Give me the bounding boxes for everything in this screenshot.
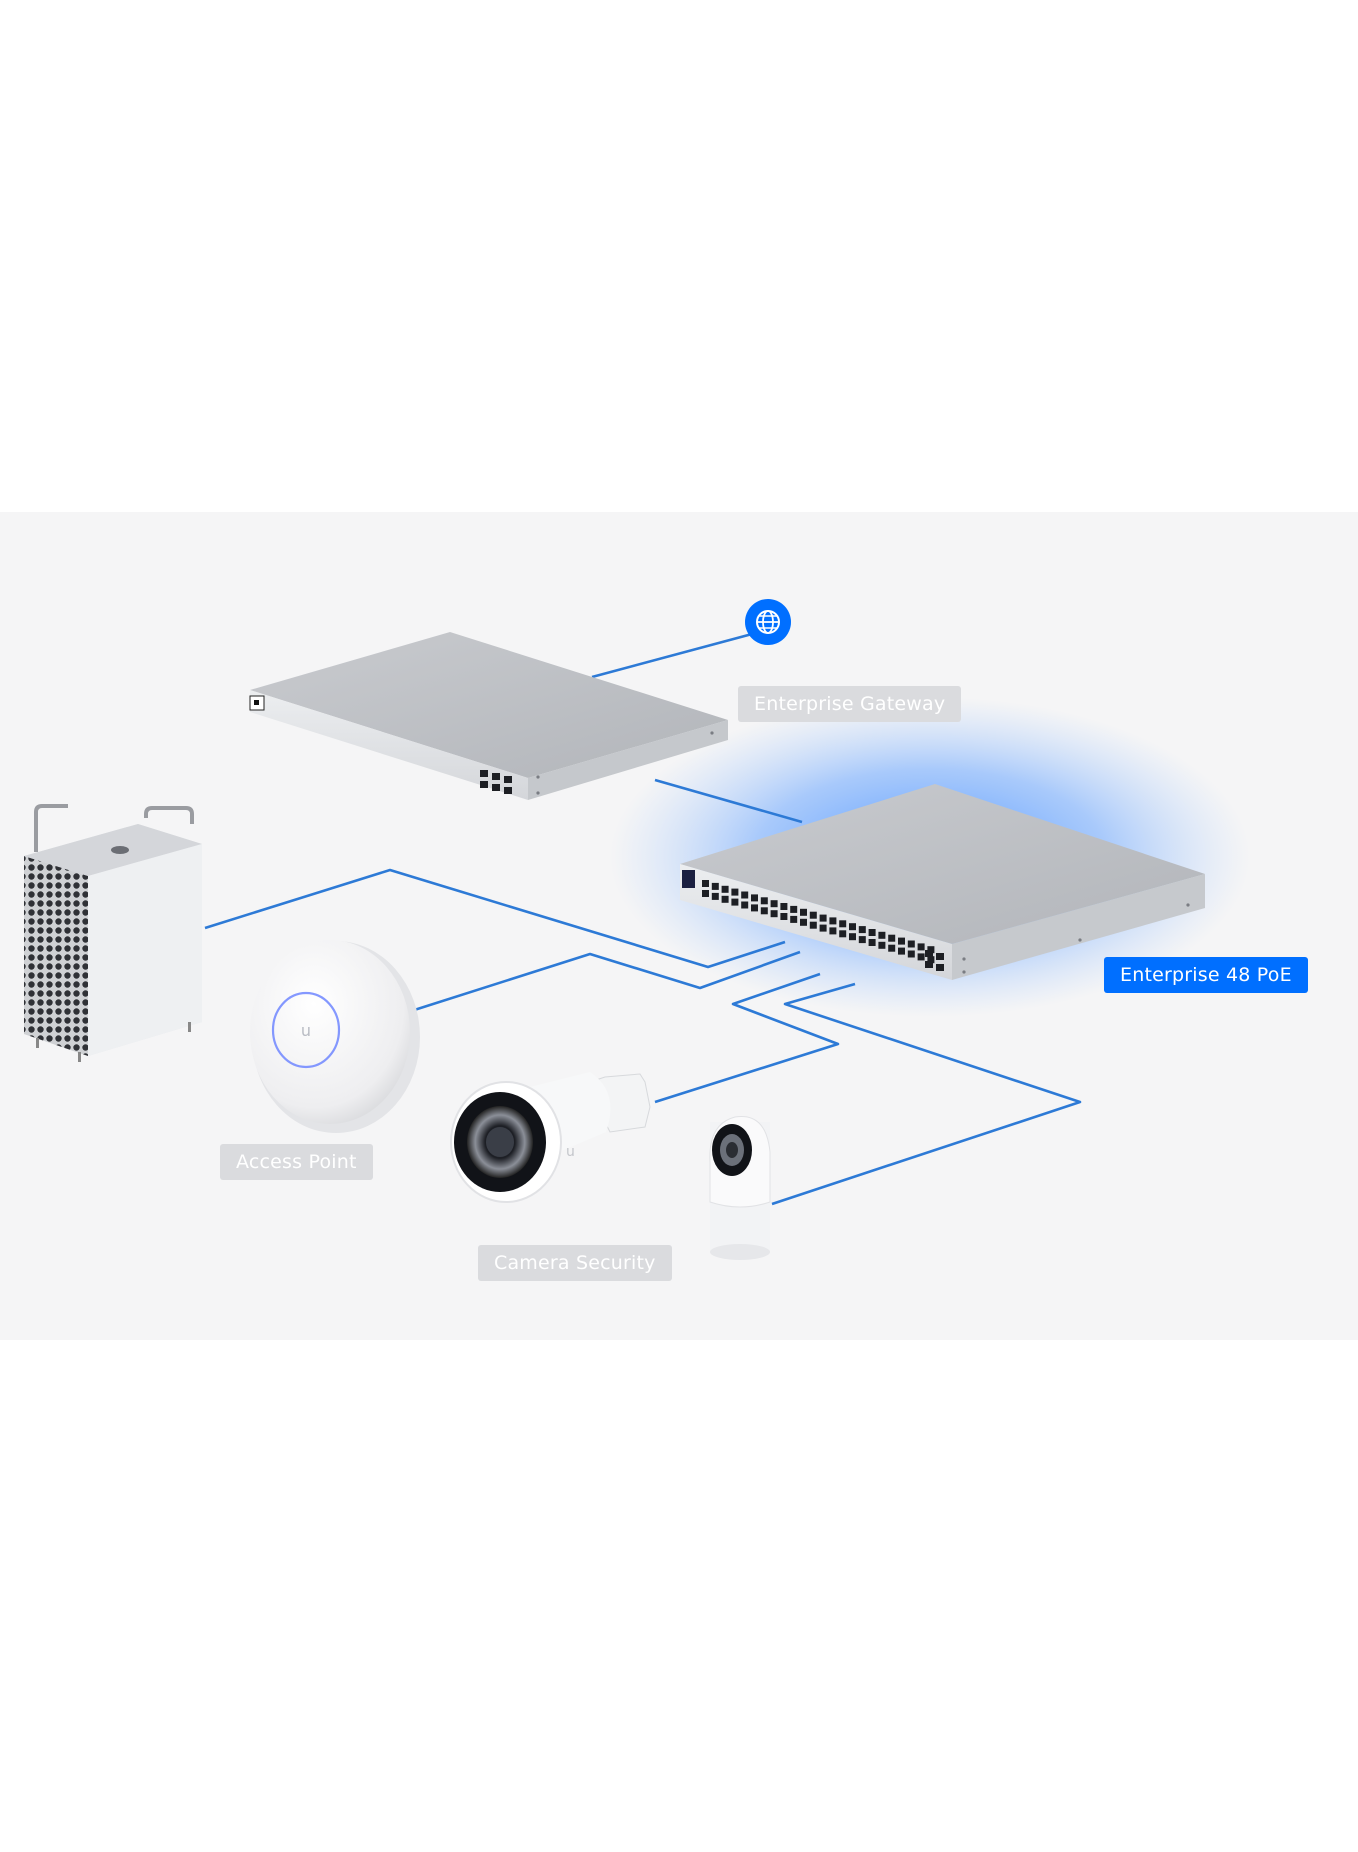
switch-port bbox=[927, 946, 935, 954]
switch-port bbox=[721, 885, 729, 893]
switch-ports bbox=[702, 880, 944, 971]
switch-port bbox=[878, 931, 886, 939]
switch-port bbox=[878, 941, 886, 949]
switch-port bbox=[917, 943, 925, 951]
bullet-camera: u bbox=[450, 1072, 651, 1203]
switch-port bbox=[790, 915, 798, 923]
label-enterprise-gateway: Enterprise Gateway bbox=[738, 686, 962, 722]
switch-port bbox=[819, 914, 827, 922]
switch-sfp-port bbox=[936, 953, 944, 960]
switch-port bbox=[751, 894, 758, 902]
switch-port bbox=[849, 923, 856, 931]
switch-port bbox=[927, 956, 935, 964]
switch-port bbox=[888, 944, 896, 952]
switch-device bbox=[680, 784, 1205, 980]
link-server-switch bbox=[204, 868, 786, 969]
switch-port bbox=[770, 910, 778, 918]
switch-port bbox=[760, 907, 768, 915]
switch-port bbox=[819, 924, 827, 932]
switch-port bbox=[751, 904, 758, 912]
link-camera-switch bbox=[654, 972, 840, 1104]
switch-port bbox=[760, 897, 768, 905]
switch-port bbox=[741, 891, 749, 899]
switch-port bbox=[839, 930, 847, 938]
switch-port bbox=[711, 882, 719, 890]
switch-port bbox=[770, 900, 778, 908]
link-flexcam-switch bbox=[771, 982, 1082, 1206]
switch-port bbox=[702, 890, 709, 897]
connection-lines bbox=[204, 628, 1082, 1206]
label-access-point: Access Point bbox=[220, 1144, 373, 1180]
switch-port bbox=[809, 911, 817, 919]
link-gateway-switch bbox=[654, 778, 803, 824]
switch-port bbox=[702, 880, 709, 887]
switch-port bbox=[800, 918, 807, 926]
switch-port bbox=[868, 939, 876, 946]
label-camera-security: Camera Security bbox=[478, 1245, 672, 1281]
link-internet-gateway bbox=[591, 628, 768, 679]
switch-port bbox=[858, 926, 866, 934]
network-diagram-panel: u u Enterprise Gateway Enterprise 48 PoE… bbox=[0, 512, 1358, 1340]
svg-text:u: u bbox=[566, 1144, 575, 1160]
switch-port bbox=[858, 936, 866, 944]
switch-port bbox=[800, 908, 807, 916]
switch-port bbox=[907, 950, 915, 958]
flex-camera bbox=[709, 1115, 771, 1260]
link-ap-switch bbox=[407, 950, 801, 1014]
switch-sfp-port bbox=[925, 961, 933, 968]
switch-port bbox=[829, 917, 837, 925]
server-tower bbox=[24, 804, 202, 1062]
switch-port bbox=[731, 898, 739, 906]
switch-port bbox=[917, 953, 925, 961]
switch-port bbox=[888, 934, 896, 942]
switch-port bbox=[839, 920, 847, 928]
gateway-device bbox=[249, 632, 728, 800]
svg-text:u: u bbox=[301, 1021, 311, 1040]
switch-port bbox=[809, 921, 817, 929]
switch-port bbox=[907, 940, 915, 948]
switch-port bbox=[731, 888, 739, 896]
switch-port bbox=[780, 913, 788, 920]
switch-port bbox=[898, 947, 905, 955]
switch-port bbox=[898, 937, 905, 945]
switch-port bbox=[829, 927, 837, 935]
access-point-device: u bbox=[250, 940, 420, 1133]
switch-port bbox=[849, 933, 856, 941]
label-enterprise-48-poe: Enterprise 48 PoE bbox=[1104, 957, 1308, 993]
network-diagram: u u bbox=[24, 599, 1250, 1260]
switch-port bbox=[721, 895, 729, 903]
switch-port bbox=[711, 892, 719, 900]
switch-port bbox=[790, 905, 798, 913]
globe-icon bbox=[745, 599, 791, 645]
switch-port bbox=[741, 901, 749, 909]
switch-sfp-port bbox=[936, 964, 944, 971]
switch-sfp-port bbox=[925, 950, 933, 957]
switch-port bbox=[868, 929, 876, 936]
switch-port bbox=[780, 903, 788, 910]
